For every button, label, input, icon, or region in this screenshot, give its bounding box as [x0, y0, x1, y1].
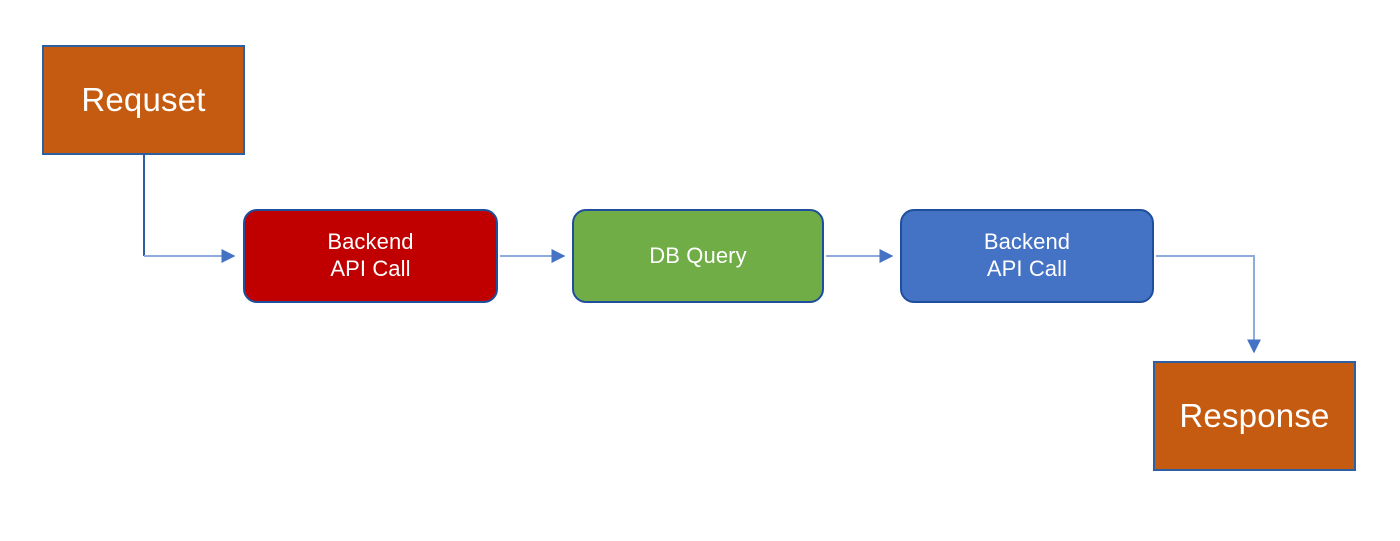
node-backend-api-call-2[interactable]: Backend API Call — [900, 209, 1154, 303]
node-request[interactable]: Requset — [42, 45, 245, 155]
node-db-query[interactable]: DB Query — [572, 209, 824, 303]
node-backend-api-call-2-label: Backend API Call — [983, 229, 1071, 281]
node-response-label: Response — [1179, 396, 1330, 434]
node-db-query-label: DB Query — [649, 242, 747, 268]
connector-request-to-backend-api-call-1 — [143, 155, 236, 263]
node-backend-api-call-1[interactable]: Backend API Call — [243, 209, 498, 303]
connector-backend-api-call-2-to-response — [1156, 255, 1261, 354]
node-request-label: Requset — [81, 80, 206, 118]
node-response[interactable]: Response — [1153, 361, 1356, 471]
node-backend-api-call-1-label: Backend API Call — [327, 229, 414, 281]
